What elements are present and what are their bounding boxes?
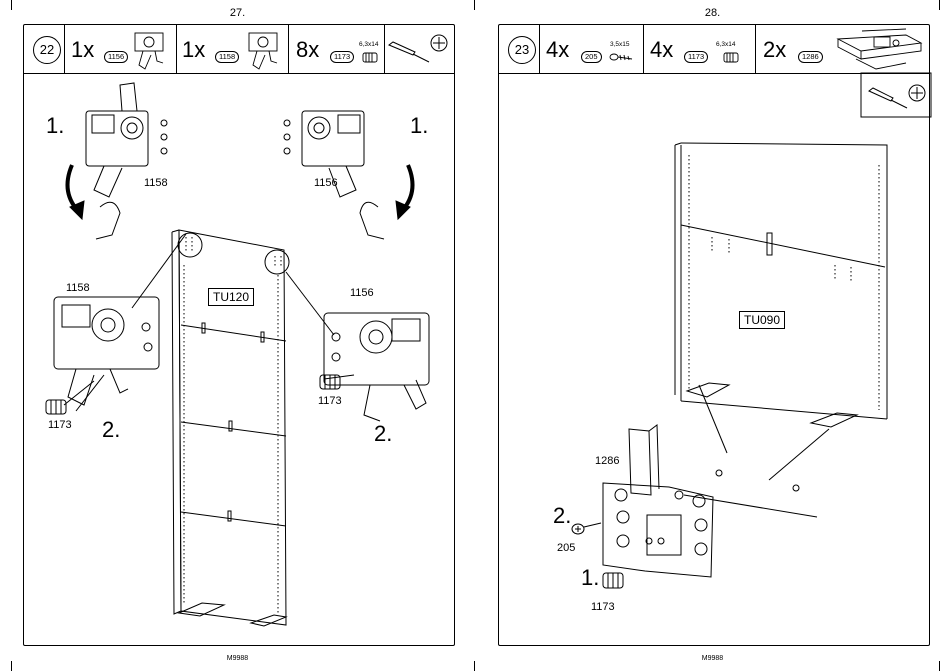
page-number: 28. <box>475 7 950 19</box>
page-number: 27. <box>0 7 475 19</box>
step-frame: 23 4x 205 3,5x15 4x 1173 6,3x14 <box>498 24 930 646</box>
panel-code: TU090 <box>739 311 785 329</box>
hinge-1158-detail <box>54 297 159 411</box>
footer-code: M9988 <box>475 655 950 662</box>
part-label: 1173 <box>318 395 342 407</box>
bracket-1286 <box>603 425 713 577</box>
screwdriver-box <box>861 73 931 117</box>
panel-code: TU120 <box>208 288 254 306</box>
step-label: 1. <box>410 113 428 139</box>
panel-tu090 <box>675 143 887 419</box>
part-label: 1286 <box>595 455 619 467</box>
left-page: 27. 22 1x 1156 1x 1158 <box>0 0 475 671</box>
part-label: 1156 <box>350 287 374 299</box>
step-label: 1. <box>46 113 64 139</box>
part-label: 1173 <box>48 419 72 431</box>
dowel-1173 <box>603 573 623 588</box>
footer-code: M9988 <box>0 655 475 662</box>
part-label: 1158 <box>66 282 90 294</box>
part-label: 1173 <box>591 601 615 613</box>
screw-205 <box>572 523 601 534</box>
step-frame: 22 1x 1156 1x 1158 <box>23 24 455 646</box>
step-label: 2. <box>553 503 571 529</box>
dowel-left <box>46 400 66 414</box>
screwdriver-icon <box>869 85 925 108</box>
step-label: 1. <box>581 565 599 591</box>
part-label: 205 <box>557 542 575 554</box>
step-label: 2. <box>374 421 392 447</box>
part-label: 1156 <box>314 177 338 189</box>
assembly-drawing <box>24 25 456 647</box>
step-label: 2. <box>102 417 120 443</box>
right-page: 28. 23 4x 205 3,5x15 4x 1173 <box>475 0 950 671</box>
part-label: 1158 <box>144 177 168 189</box>
